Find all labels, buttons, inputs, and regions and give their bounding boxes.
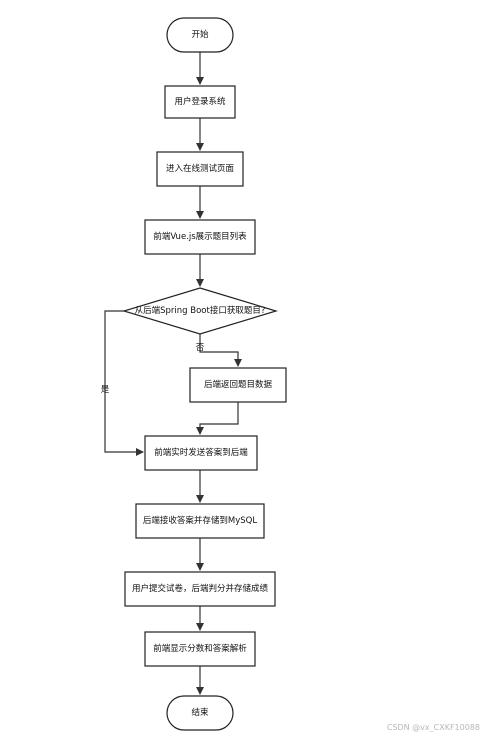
edge-decision-no (199, 334, 242, 367)
node-return-data-label: 后端返回题目数据 (204, 379, 273, 390)
node-store-answers: 后端接收答案并存储到MySQL (135, 503, 265, 539)
node-show-score: 前端显示分数和答案解析 (144, 631, 256, 667)
node-submit: 用户提交试卷，后端判分并存储成绩 (124, 571, 276, 607)
node-login: 用户登录系统 (164, 85, 236, 119)
node-enter-test-label: 进入在线测试页面 (166, 163, 235, 174)
node-send-answers: 前端实时发送答案到后端 (144, 435, 258, 471)
node-send-answers-label: 前端实时发送答案到后端 (154, 447, 248, 458)
node-start-label: 开始 (191, 29, 209, 40)
node-end-label: 结束 (191, 707, 209, 718)
node-store-answers-label: 后端接收答案并存储到MySQL (143, 515, 257, 526)
node-login-label: 用户登录系统 (174, 96, 226, 107)
node-show-questions-label: 前端Vue.js展示题目列表 (153, 231, 247, 242)
node-return-data: 后端返回题目数据 (189, 367, 287, 403)
node-end: 结束 (166, 695, 234, 731)
watermark: CSDN @vx_CXKF10088 (386, 723, 480, 732)
node-enter-test: 进入在线测试页面 (156, 151, 244, 187)
edge-label-yes: 是 (101, 385, 110, 395)
node-show-score-label: 前端显示分数和答案解析 (153, 643, 247, 654)
node-decision: 从后端Spring Boot接口获取题目? (121, 287, 279, 335)
edges (104, 52, 242, 695)
node-start: 开始 (166, 17, 234, 53)
edge-label-no: 否 (196, 343, 205, 353)
node-show-questions: 前端Vue.js展示题目列表 (144, 219, 256, 255)
edge-return-send (196, 402, 239, 435)
edge-decision-yes (104, 310, 144, 456)
node-decision-label: 从后端Spring Boot接口获取题目? (135, 305, 266, 316)
node-submit-label: 用户提交试卷，后端判分并存储成绩 (132, 583, 269, 594)
